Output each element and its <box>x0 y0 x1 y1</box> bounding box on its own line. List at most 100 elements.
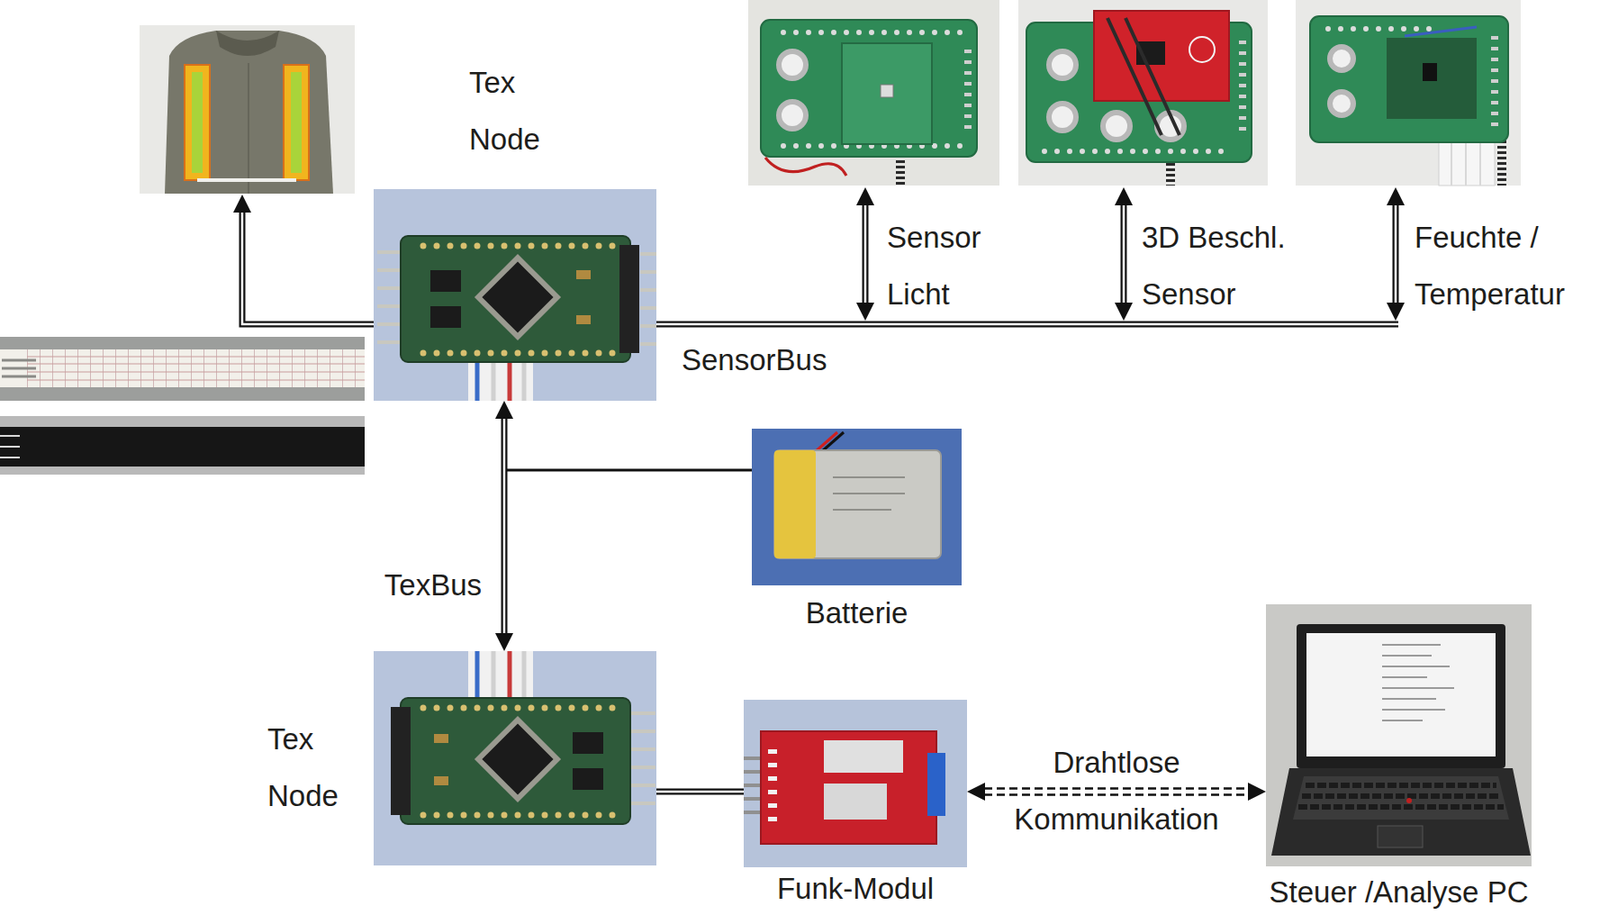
jacket-photo <box>139 25 355 194</box>
laptop-photo <box>1296 623 1506 769</box>
acceleration-sensor-photo <box>1044 148 1234 154</box>
light-sensor-photo <box>778 101 806 129</box>
light-sensor-photo <box>748 0 1000 186</box>
tex-node-photo <box>572 768 604 790</box>
node-heading: Batterie <box>733 595 980 632</box>
tex-node-photo <box>475 358 480 401</box>
jacket-photo <box>164 30 334 194</box>
acceleration-sensor-photo <box>1125 18 1180 136</box>
tex-node-photo <box>423 350 617 357</box>
light-sensor-photo <box>880 84 894 98</box>
humidity-sensor-photo <box>1386 37 1477 119</box>
textile-ribbon-photo <box>1 375 37 379</box>
tex-node-photo <box>430 270 462 292</box>
tex-node-photo <box>373 189 657 401</box>
humidity-sensor-photo <box>1422 63 1438 82</box>
laptop-photo <box>1271 768 1531 856</box>
laptop-photo <box>1382 708 1446 711</box>
laptop-photo <box>1292 776 1510 820</box>
textile-ribbon-photo <box>27 371 365 373</box>
light-sensor-photo <box>748 0 1000 186</box>
textile-ribbon-photo <box>27 379 365 381</box>
sensor-arrow <box>1114 302 1133 321</box>
battery-photo <box>832 492 905 495</box>
acceleration-sensor-photo <box>1018 0 1268 186</box>
tex-node-photo <box>430 306 462 328</box>
acceleration-sensor-photo <box>1018 0 1268 186</box>
connector-label: Drahtlose Kommunikation <box>981 733 1252 848</box>
jacket-photo <box>139 25 355 194</box>
tex-node-photo <box>423 812 617 819</box>
connector-line <box>656 788 744 796</box>
textile-ribbon-photo <box>27 349 365 388</box>
sensor-bus-wire <box>233 194 1399 325</box>
sensor-arrow <box>1386 302 1405 321</box>
jacket-photo <box>247 63 250 194</box>
connector-line <box>656 790 744 794</box>
wireless-connector <box>967 782 1266 801</box>
tex-node-photo <box>576 270 591 280</box>
tex-node-photo <box>576 315 591 325</box>
battery-wire <box>506 470 752 471</box>
humidity-sensor-photo <box>1329 91 1354 116</box>
tex-node-photo <box>468 650 534 702</box>
sensor-arrow <box>856 187 875 321</box>
bus-name: SensorBus <box>681 342 880 379</box>
light-sensor-photo <box>841 43 932 145</box>
tex-node-photo <box>481 261 553 333</box>
radio-module-photo <box>743 699 968 868</box>
textile-ribbon-photo <box>0 445 20 448</box>
connector-line <box>984 793 1249 796</box>
sensor-arrow <box>856 302 875 321</box>
tex-node-photo <box>400 235 631 362</box>
light-sensor-photo <box>895 154 905 186</box>
sensor-arrow <box>1386 187 1405 206</box>
laptop-photo <box>1382 654 1432 657</box>
tex-node-photo <box>481 723 553 795</box>
jacket-photo <box>290 72 302 173</box>
humidity-sensor-photo <box>1329 46 1354 71</box>
connector-line <box>503 417 507 634</box>
sensor-arrow <box>1120 204 1128 304</box>
sensor-bus-wire <box>242 211 374 325</box>
laptop-photo <box>1406 797 1412 804</box>
tex-node-photo <box>474 715 561 803</box>
tex-node-photo <box>400 697 631 824</box>
connector-line <box>984 786 1249 790</box>
battery-photo <box>774 450 816 559</box>
sensor-arrow <box>864 204 868 304</box>
tex-node: Tex Node <box>373 650 657 866</box>
radio-module-photo <box>823 740 904 773</box>
laptop-photo <box>1298 804 1504 810</box>
laptop-photo <box>1382 643 1441 646</box>
node-heading: Funk-Modul <box>725 870 986 907</box>
textile-ribbon-photo <box>1 359 37 362</box>
textile-ribbon-photo <box>0 336 365 401</box>
tex-node-photo <box>468 358 534 401</box>
light-sensor-photo <box>783 29 964 36</box>
jacket-photo <box>197 178 297 182</box>
radio-module-node: Funk-Modul <box>743 699 968 868</box>
tex-node-photo <box>474 253 561 341</box>
acceleration-sensor-photo <box>1048 51 1076 79</box>
sensor-arrow <box>1386 187 1405 321</box>
connector-label: TexBus <box>355 567 482 604</box>
tex-node-photo <box>423 705 617 712</box>
cable-connector <box>656 791 744 793</box>
arrow-head <box>1247 782 1266 801</box>
textile-ribbon-photo <box>0 456 20 459</box>
tex-node-photo <box>619 244 640 353</box>
arrow-head <box>495 400 514 419</box>
battery-photo <box>751 428 962 586</box>
tex-node-photo <box>423 243 617 250</box>
tex-node-photo <box>475 650 480 702</box>
textile-ribbon-photo <box>0 336 365 401</box>
laptop-photo <box>1265 604 1532 867</box>
arrow-head <box>495 632 514 651</box>
radio-module-photo <box>743 699 968 868</box>
tex-node-photo <box>572 732 604 754</box>
acceleration-sensor-photo <box>1238 40 1247 136</box>
sensor-arrow <box>1114 187 1133 206</box>
jacket-photo <box>184 64 210 181</box>
tex-node-photo <box>522 358 527 401</box>
